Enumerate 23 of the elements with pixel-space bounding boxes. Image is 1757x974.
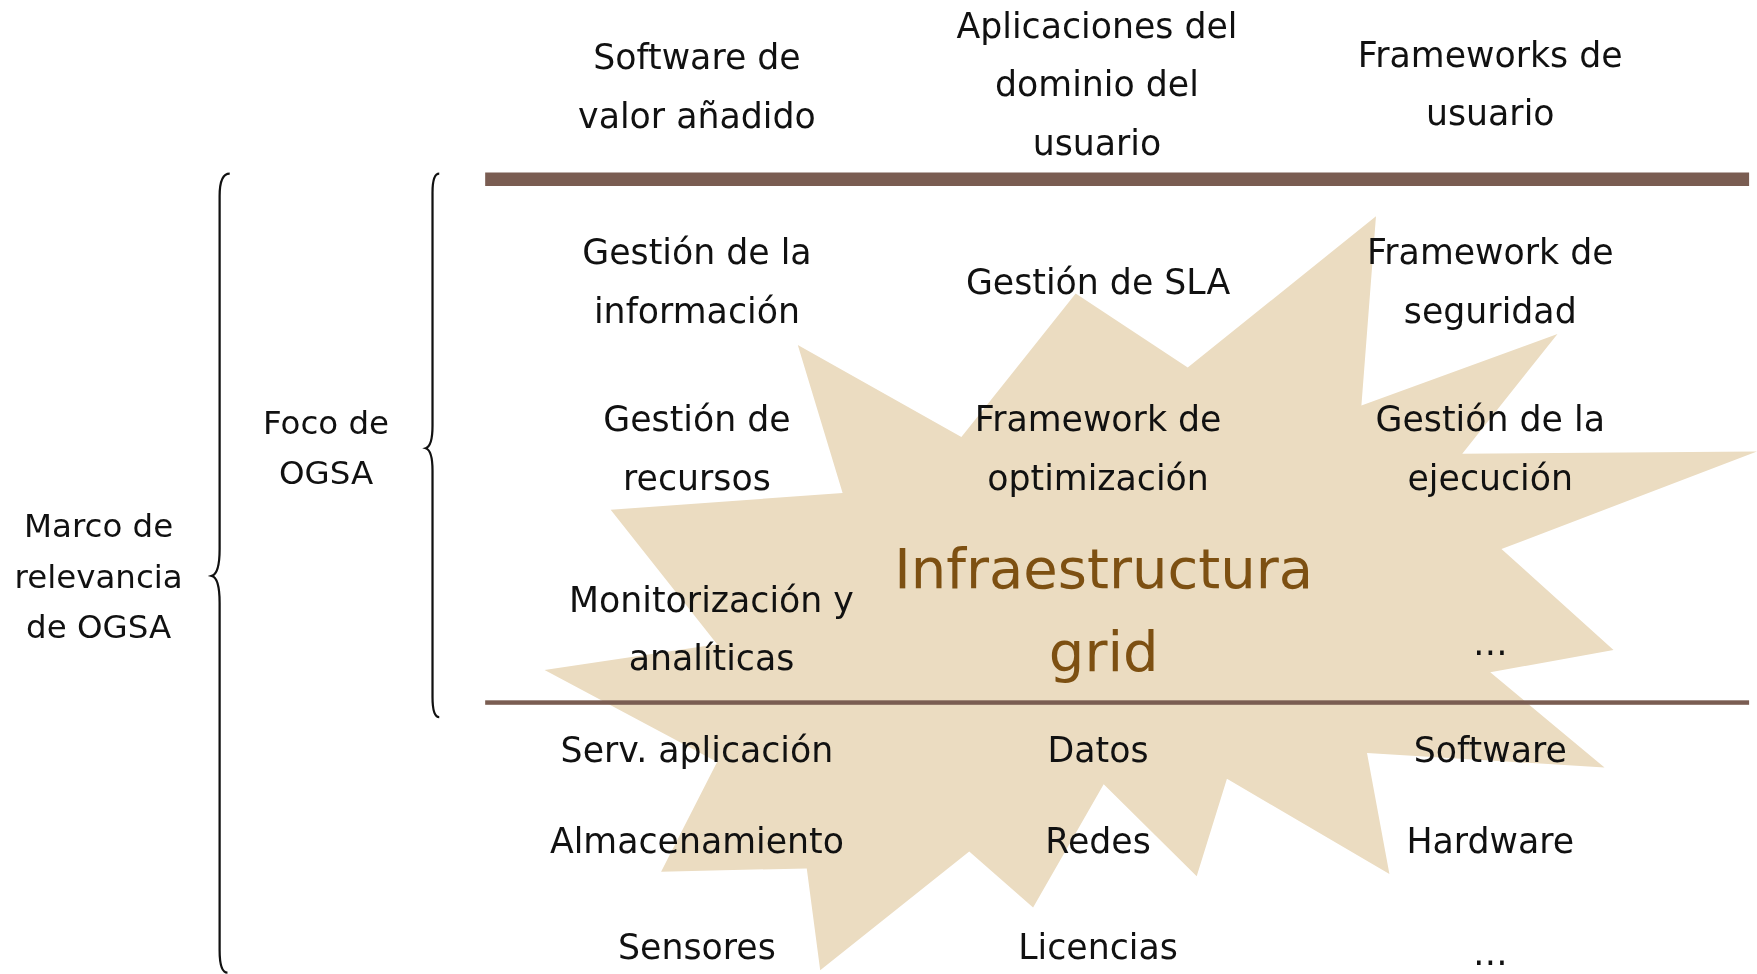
label-text: Frameworks de usuario [1356, 33, 1624, 136]
label-text: Marco de relevancia de OGSA [13, 506, 184, 648]
label-text: … [1471, 931, 1509, 974]
label-text: Framework de seguridad [1365, 230, 1615, 333]
label-text: Framework de optimización [973, 397, 1223, 500]
label-text: Redes [1044, 819, 1152, 863]
label-text: Gestión de la ejecución [1374, 397, 1606, 500]
label-text: Gestión de la información [581, 230, 813, 333]
label-text: Software de valor añadido [577, 36, 817, 138]
label-text: Software [1412, 728, 1568, 772]
starburst-title: Infraestructura grid [893, 535, 1315, 687]
label-text: Foco de OGSA [262, 402, 391, 494]
label-text: Sensores [617, 925, 777, 969]
label-text: Licencias [1017, 925, 1179, 969]
label-text: Serv. aplicación [559, 728, 835, 772]
label-text: … [1471, 622, 1509, 666]
label-text: Datos [1046, 728, 1150, 772]
label-text: Almacenamiento [548, 819, 845, 863]
label-text: Gestión de recursos [602, 397, 792, 500]
label-text: Monitorización y analíticas [568, 578, 855, 680]
label-text: Aplicaciones del dominio del usuario [955, 4, 1239, 165]
label-text: Gestión de SLA [964, 260, 1232, 304]
label-text: Hardware [1405, 819, 1576, 863]
